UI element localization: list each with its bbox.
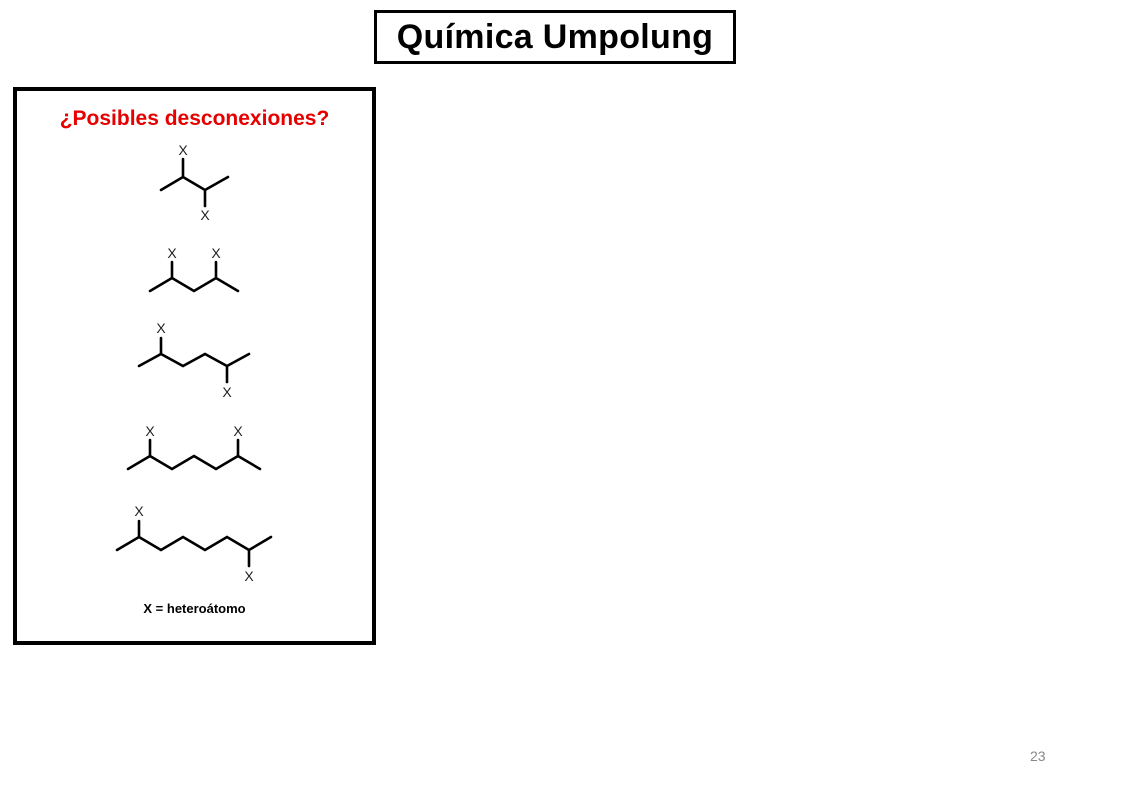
atom-label-x: X <box>211 245 221 261</box>
molecule-1-5-disubstituted: X X <box>126 423 262 471</box>
molecule-1-3-disubstituted: X X <box>148 245 240 293</box>
page-number: 23 <box>1030 748 1046 764</box>
atom-label-x: X <box>178 142 188 158</box>
atom-label-x: X <box>134 503 144 519</box>
atom-label-x: X <box>167 245 177 261</box>
molecule-1-4-disubstituted: X X <box>137 320 251 400</box>
disconnections-panel: ¿Posibles desconexiones? X = heteroátomo <box>13 87 376 645</box>
molecule-1-2-disubstituted: X X <box>159 142 230 223</box>
atom-label-x: X <box>156 320 166 336</box>
atom-label-x: X <box>145 423 155 439</box>
panel-title: ¿Posibles desconexiones? <box>59 107 330 130</box>
atom-label-x: X <box>233 423 243 439</box>
atom-label-x: X <box>222 384 232 400</box>
molecule-1-6-disubstituted: X X <box>115 503 273 584</box>
slide-title: Química Umpolung <box>396 17 714 56</box>
slide-title-box: Química Umpolung <box>374 10 736 64</box>
heteroatom-legend: X = heteroátomo <box>143 601 246 616</box>
atom-label-x: X <box>200 207 210 223</box>
atom-label-x: X <box>244 568 254 584</box>
